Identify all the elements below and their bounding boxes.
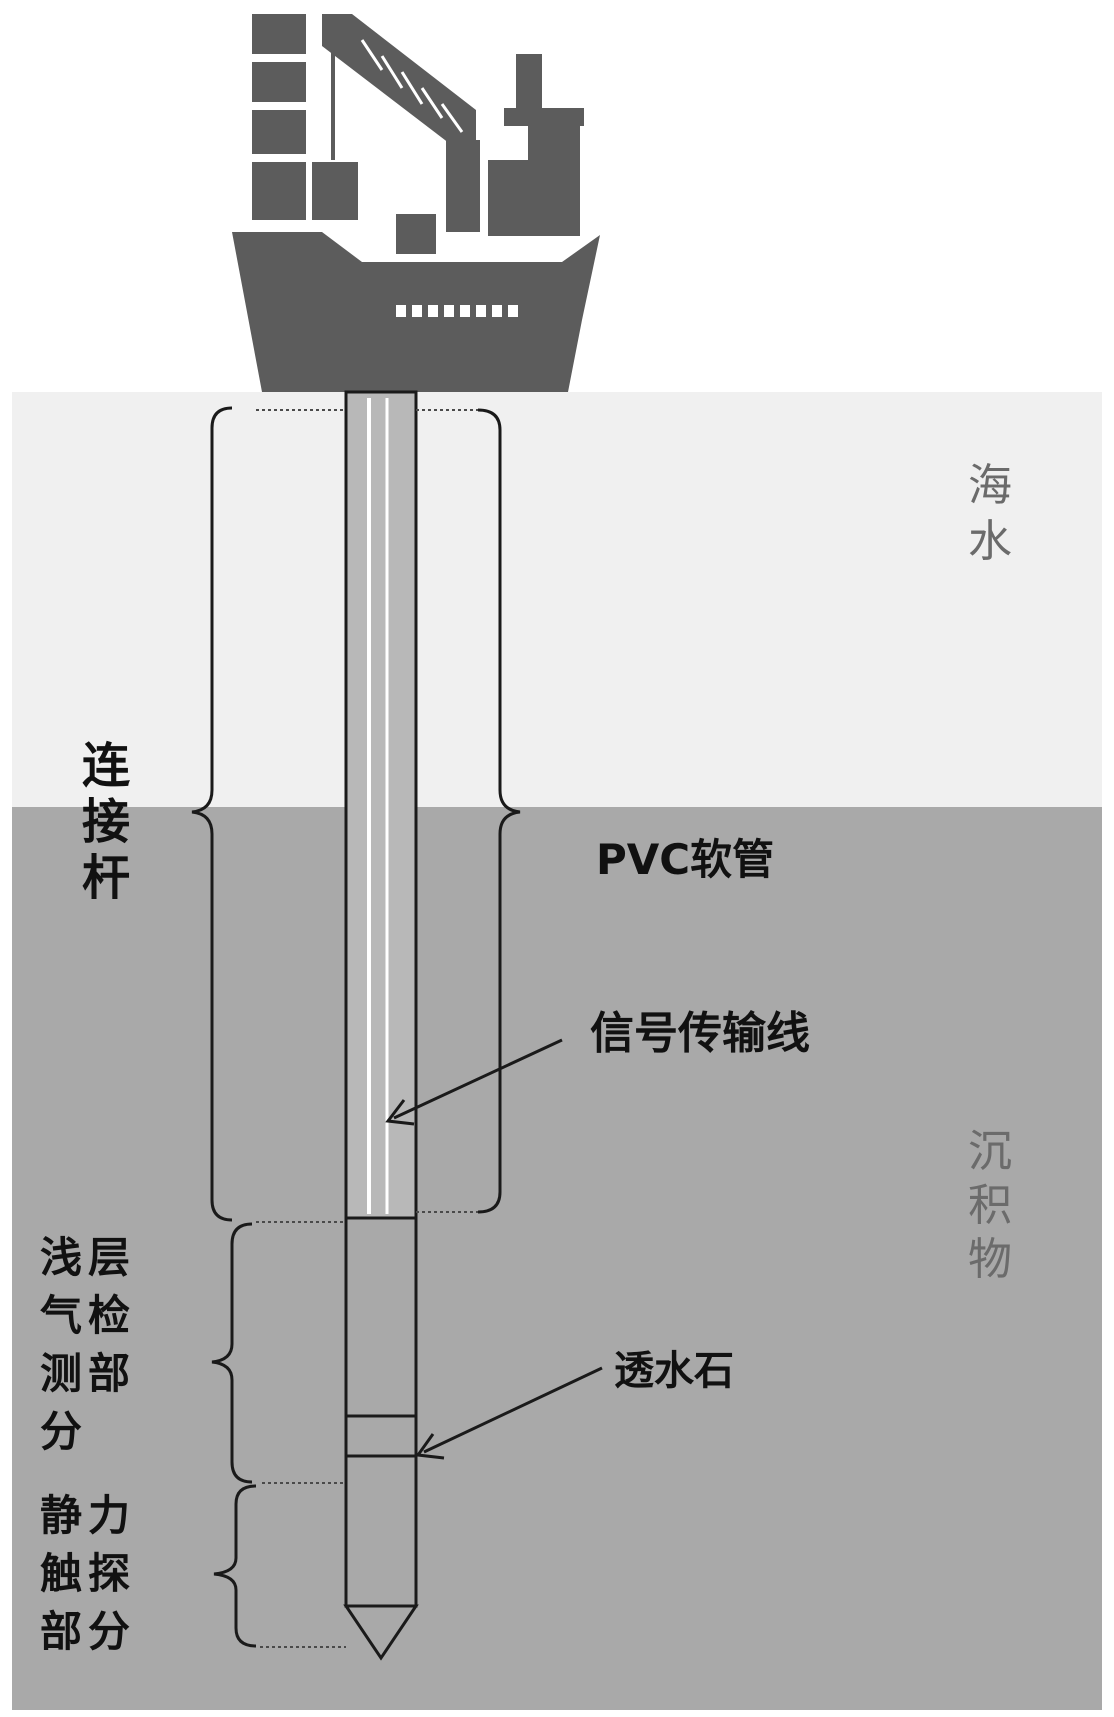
sediment-layer (12, 807, 1102, 1710)
svg-text:海水: 海水 (968, 460, 1012, 567)
cpt-section-label: 静力触探部分 (40, 1491, 136, 1656)
shallow-gas-brace (211, 1222, 253, 1484)
cone-tip (343, 1604, 419, 1661)
cpt-body (344, 1454, 418, 1608)
signal-line-arrow (385, 1038, 563, 1126)
shallow-gas-section-label: 浅层气检测部分 (40, 1233, 136, 1456)
connecting-rod (344, 390, 418, 1220)
seawater-layer (12, 392, 1102, 807)
cpt-brace (213, 1484, 257, 1648)
seawater-label: 海水 (968, 460, 1012, 567)
shallow-gas-body (344, 1216, 418, 1418)
permeable-stone-arrow (415, 1366, 603, 1460)
permeable-stone-ring (344, 1414, 418, 1458)
permeable-stone-label: 透水石 (614, 1348, 734, 1394)
connecting-rod-left-brace (191, 406, 233, 1222)
guide-lines (256, 409, 478, 1648)
sediment-label: 沉积物 (968, 1126, 1012, 1285)
pvc-hose-label: PVC软管 (596, 835, 774, 884)
ship-icon (232, 14, 600, 392)
signal-line-label: 信号传输线 (590, 1008, 810, 1059)
connecting-rod-label: 连接杆 (82, 738, 130, 906)
svg-text:沉积物: 沉积物 (968, 1126, 1012, 1285)
connecting-rod-right-brace (477, 408, 521, 1214)
